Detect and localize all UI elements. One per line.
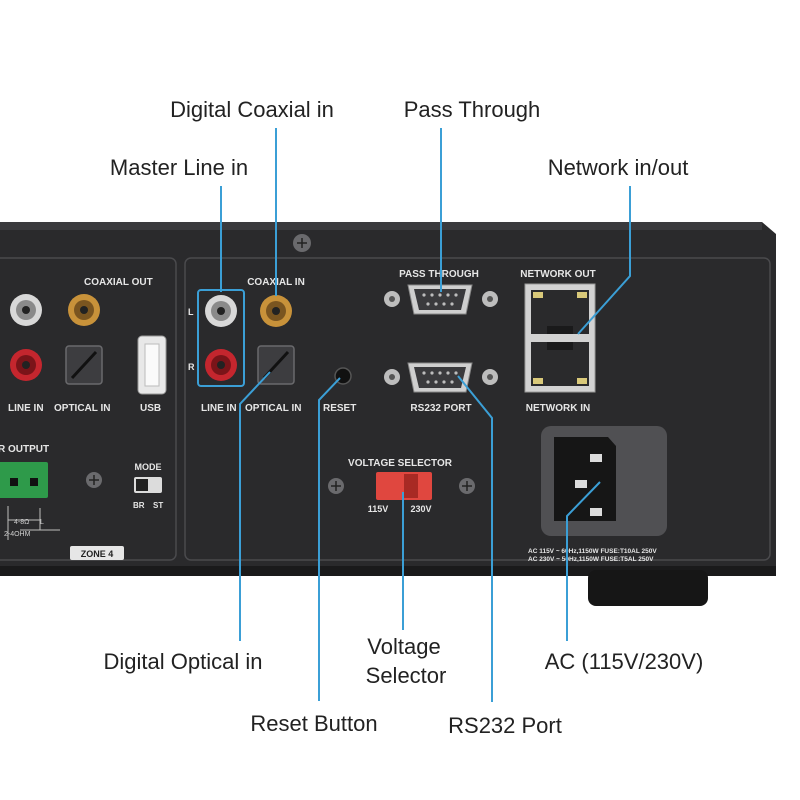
leader-digital-optical-in bbox=[239, 371, 271, 641]
v115-label: 115V bbox=[368, 504, 389, 514]
network-ports[interactable] bbox=[524, 283, 596, 393]
screw-icon bbox=[328, 478, 344, 494]
leader-reset-button bbox=[318, 377, 341, 701]
usb-port[interactable] bbox=[137, 335, 167, 395]
zone4-badge bbox=[70, 546, 124, 560]
zone4-section: COAXIAL OUT LINE IN OPTICAL IN USB R OUT… bbox=[0, 257, 177, 561]
main-section-border bbox=[184, 257, 771, 561]
callout-digital-optical-in: Digital Optical in bbox=[103, 649, 263, 674]
speaker-output-label: R OUTPUT bbox=[0, 444, 49, 455]
coaxial-out-jack[interactable] bbox=[68, 294, 100, 326]
line-in-label: LINE IN bbox=[201, 403, 237, 414]
callout-network-in-out: Network in/out bbox=[547, 155, 689, 180]
ac-spec-line-2: AC 230V ~ 50Hz,1150W FUSE:T5AL 250V bbox=[528, 556, 654, 563]
ac-power-inlet[interactable] bbox=[541, 426, 667, 536]
zone4-label: ZONE 4 bbox=[81, 549, 114, 559]
impedance-label-1: 4-8Ω bbox=[14, 519, 29, 526]
leader-rs232-port bbox=[457, 375, 493, 702]
impedance-label-2: 2-4OHM bbox=[4, 531, 31, 538]
chassis-top-edge bbox=[0, 222, 762, 230]
rubber-foot bbox=[588, 570, 708, 606]
rs232-port-label: RS232 PORT bbox=[410, 403, 471, 414]
callout-master-line-in: Master Line in bbox=[109, 155, 249, 180]
leader-lines bbox=[220, 128, 631, 702]
optical-in-left-label: OPTICAL IN bbox=[54, 403, 110, 414]
left-red-jack bbox=[10, 349, 42, 381]
main-input-section: COAXIAL IN L R LINE IN OPTICAL IN RESET … bbox=[184, 234, 771, 563]
callout-reset-button: Reset Button bbox=[250, 711, 378, 736]
screw-icon bbox=[459, 478, 475, 494]
coaxial-out-label: COAXIAL OUT bbox=[84, 277, 153, 288]
line-in-left-label: LINE IN bbox=[8, 403, 44, 414]
channel-r-label: R bbox=[188, 362, 195, 372]
mode-switch[interactable] bbox=[134, 477, 162, 493]
optical-in-label: OPTICAL IN bbox=[245, 403, 301, 414]
chassis-bottom-edge bbox=[0, 566, 776, 576]
top-screw-icon bbox=[293, 234, 311, 252]
network-in-label: NETWORK IN bbox=[526, 403, 590, 414]
reset-label: RESET bbox=[323, 403, 356, 414]
mode-label: MODE bbox=[135, 462, 162, 472]
voltage-selector-label: VOLTAGE SELECTOR bbox=[348, 458, 453, 469]
pass-through-label: PASS THROUGH bbox=[399, 269, 479, 280]
callout-voltage-selector-line2: Selector bbox=[365, 663, 447, 688]
mode-st-label: ST bbox=[153, 501, 163, 510]
usb-label: USB bbox=[140, 403, 161, 414]
impedance-label-L: L bbox=[40, 519, 44, 526]
callout-rs232-port: RS232 Port bbox=[448, 713, 562, 738]
left-white-jack bbox=[10, 294, 42, 326]
callout-voltage-selector-line1: Voltage bbox=[367, 634, 441, 659]
screw-icon bbox=[86, 472, 102, 488]
master-line-in-right-jack[interactable] bbox=[205, 349, 237, 381]
leader-ac bbox=[566, 481, 601, 641]
rs232-port[interactable] bbox=[384, 362, 498, 393]
optical-in-left-port[interactable] bbox=[65, 345, 103, 385]
callout-digital-coaxial-in: Digital Coaxial in bbox=[170, 97, 334, 122]
callout-ac: AC (115V/230V) bbox=[544, 649, 704, 674]
callout-pass-through: Pass Through bbox=[403, 97, 541, 122]
impedance-diagram bbox=[7, 506, 60, 540]
speaker-terminal-block[interactable] bbox=[0, 462, 48, 498]
network-out-label: NETWORK OUT bbox=[520, 269, 596, 280]
mode-br-label: BR bbox=[133, 501, 145, 510]
pass-through-port[interactable] bbox=[384, 284, 498, 315]
v230-label: 230V bbox=[410, 504, 431, 514]
channel-l-label: L bbox=[188, 307, 194, 317]
voltage-selector-switch[interactable] bbox=[376, 472, 432, 500]
master-line-in-left-jack[interactable] bbox=[205, 295, 237, 327]
ac-spec-line-1: AC 115V ~ 60Hz,1150W FUSE:T10AL 250V bbox=[528, 548, 657, 555]
digital-coaxial-in-jack[interactable] bbox=[260, 295, 292, 327]
leader-network bbox=[577, 186, 631, 335]
